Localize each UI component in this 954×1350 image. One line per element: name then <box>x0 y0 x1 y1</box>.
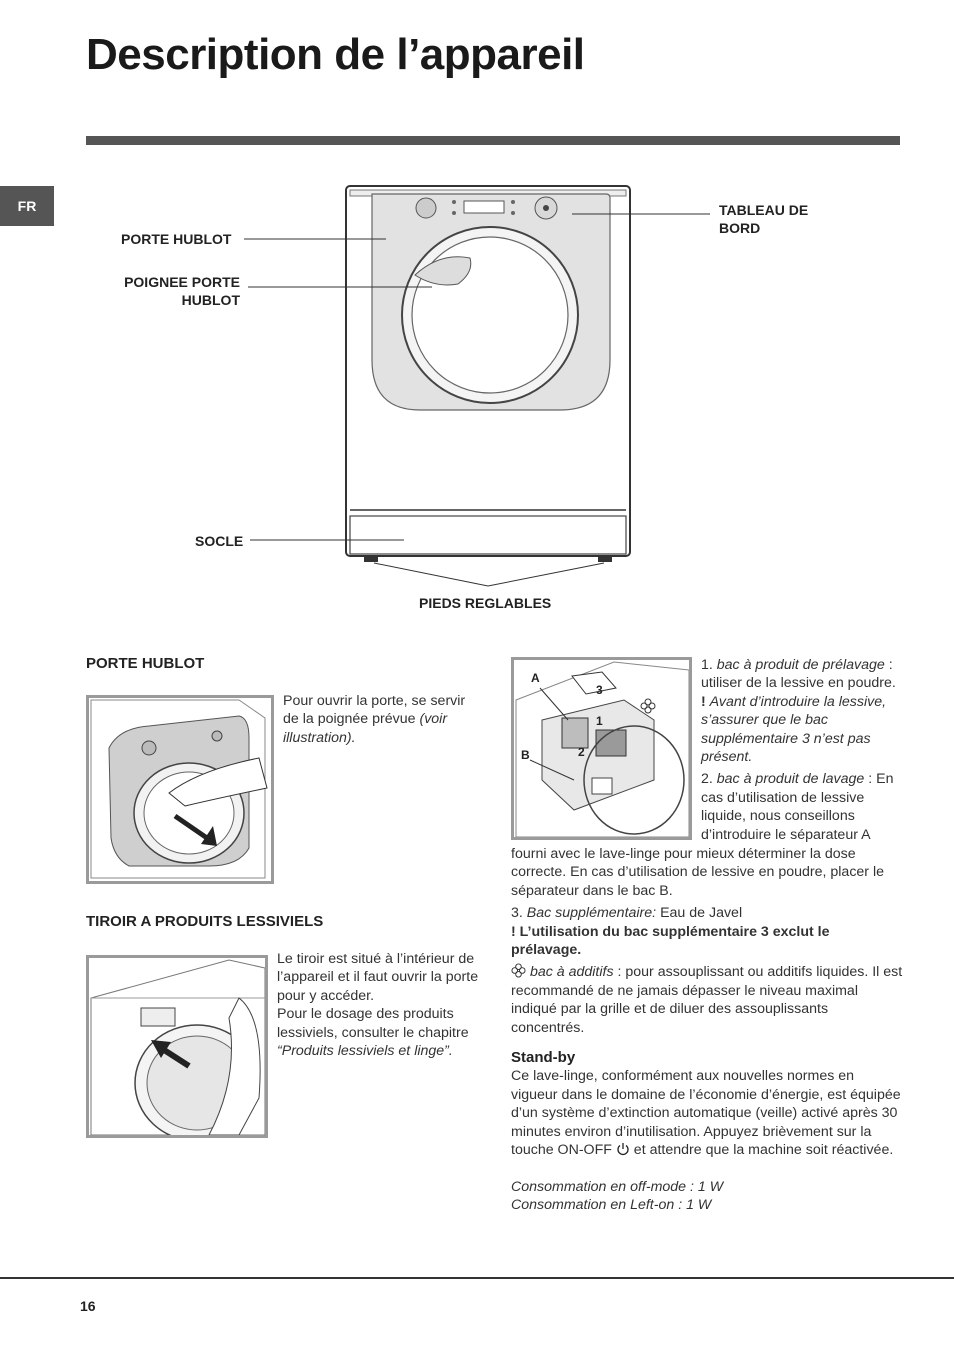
item2-rest-2: fourni avec le lave-linge pour mieux dét… <box>511 846 885 899</box>
tiroir-text-2-main: Pour le dosage des produits lessiviels, … <box>277 1006 469 1041</box>
label-tableau-line2: BORD <box>719 220 761 236</box>
standby-text-2: et attendre que la machine soit réactivé… <box>629 1142 894 1159</box>
tiroir-text-2: Pour le dosage des produits lessiviels, … <box>277 1005 482 1060</box>
door-open-drawing <box>90 699 268 879</box>
item2-separator-a: A <box>861 826 871 843</box>
title-rule <box>86 136 900 145</box>
drawer-label-2: 2 <box>578 745 585 759</box>
detergent-drawer-drawing <box>515 661 689 837</box>
label-tableau: TABLEAU DE BORD <box>719 201 808 237</box>
drawer-location-drawing <box>90 959 265 1135</box>
additif-rest: : pour assouplissant ou additifs liquide… <box>511 964 903 1036</box>
porte-text-italic: (voir illustration). <box>283 711 448 746</box>
drawer-label-3: 3 <box>596 683 603 697</box>
item2-end: . <box>668 882 673 899</box>
tiroir-heading: TIROIR A PRODUITS LESSIVIELS <box>86 913 324 930</box>
item1-warning: ! Avant d’introduire la lessive, s’assur… <box>701 693 901 767</box>
item3-name: Bac supplémentaire: <box>526 905 657 922</box>
item2-num: 2. <box>701 771 717 788</box>
tiroir-text-1: Le tiroir est situé à l’intérieur de l’a… <box>277 951 479 1004</box>
porte-text-main: Pour ouvrir la porte, se servir de la po… <box>283 693 466 728</box>
conso-off: Consommation en off-mode : 1 W <box>511 1178 724 1195</box>
item3-warning: ! L’utilisation du bac supplémentaire 3 … <box>511 923 903 960</box>
right-column-text: fourni avec le lave-linge pour mieux dét… <box>511 845 903 1214</box>
item2-line: 2. bac à produit de lavage : En cas d’ut… <box>701 770 901 844</box>
label-poignee-line1: POIGNEE PORTE <box>124 274 240 290</box>
standby-text-1: Ce lave-linge, conformément aux nouvelle… <box>511 1068 901 1159</box>
door-open-illustration <box>86 695 274 884</box>
item3-rest: Eau de Javel <box>656 905 743 922</box>
porte-text: Pour ouvrir la porte, se servir de la po… <box>283 692 478 747</box>
drawer-location-illustration <box>86 955 268 1138</box>
drawer-label-b: B <box>521 748 530 762</box>
page-number: 16 <box>80 1298 96 1314</box>
leader-lines <box>244 213 710 587</box>
additif-name: bac à additifs <box>529 964 614 981</box>
language-tab: FR <box>0 186 54 226</box>
conso-left: Consommation en Left-on : 1 W <box>511 1196 712 1213</box>
item3-num: 3. <box>511 905 527 922</box>
item2-bac-b: B <box>659 882 669 899</box>
detergent-drawer-illustration: A B 3 1 2 <box>511 657 692 840</box>
label-tableau-line1: TABLEAU DE <box>719 202 809 218</box>
item1-rest: : utiliser de la lessive en poudre. <box>701 657 896 692</box>
item1-name: bac à produit de prélavage <box>716 657 885 673</box>
item1-line: 1. bac à produit de prélavage : utiliser… <box>701 656 901 693</box>
label-porte-hublot: PORTE HUBLOT <box>121 231 232 247</box>
footer-rule <box>0 1277 954 1279</box>
label-pieds: PIEDS REGLABLES <box>419 595 552 611</box>
item1-num: 1. <box>701 657 717 673</box>
flower-icon <box>511 963 526 978</box>
flower-icon <box>640 698 656 714</box>
item2-continuation: fourni avec le lave-linge pour mieux dét… <box>511 845 903 900</box>
power-icon <box>617 1143 629 1156</box>
additif-line: bac à additifs : pour assouplissant ou a… <box>511 963 903 1037</box>
drawer-label-1: 1 <box>596 714 603 728</box>
item2-rest-1: : En cas d’utilisation de lessive liquid… <box>701 771 894 843</box>
tiroir-text-2-italic: “Produits lessiviels et linge”. <box>277 1043 453 1060</box>
tiroir-text: Le tiroir est situé à l’intérieur de l’a… <box>277 950 482 1060</box>
item1-warn-text: Avant d’introduire la lessive, s’assurer… <box>701 693 887 766</box>
item3-warn-text: ! L’utilisation du bac supplémentaire 3 … <box>511 923 830 959</box>
item1-text: 1. bac à produit de prélavage : utiliser… <box>701 656 901 844</box>
washing-machine-diagram <box>345 185 631 562</box>
page-title: Description de l’appareil <box>86 30 585 79</box>
item1-warn-mark: ! <box>701 693 710 710</box>
label-poignee: POIGNEE PORTE HUBLOT <box>110 273 240 309</box>
drawer-label-a: A <box>531 671 540 685</box>
porte-heading: PORTE HUBLOT <box>86 655 205 672</box>
label-socle: SOCLE <box>195 533 244 549</box>
standby-text: Ce lave-linge, conformément aux nouvelle… <box>511 1067 903 1159</box>
standby-heading: Stand-by <box>511 1049 576 1067</box>
item2-name: bac à produit de lavage <box>716 771 865 788</box>
item3-line: 3. Bac supplémentaire: Eau de Javel <box>511 904 903 922</box>
label-poignee-line2: HUBLOT <box>181 292 240 308</box>
